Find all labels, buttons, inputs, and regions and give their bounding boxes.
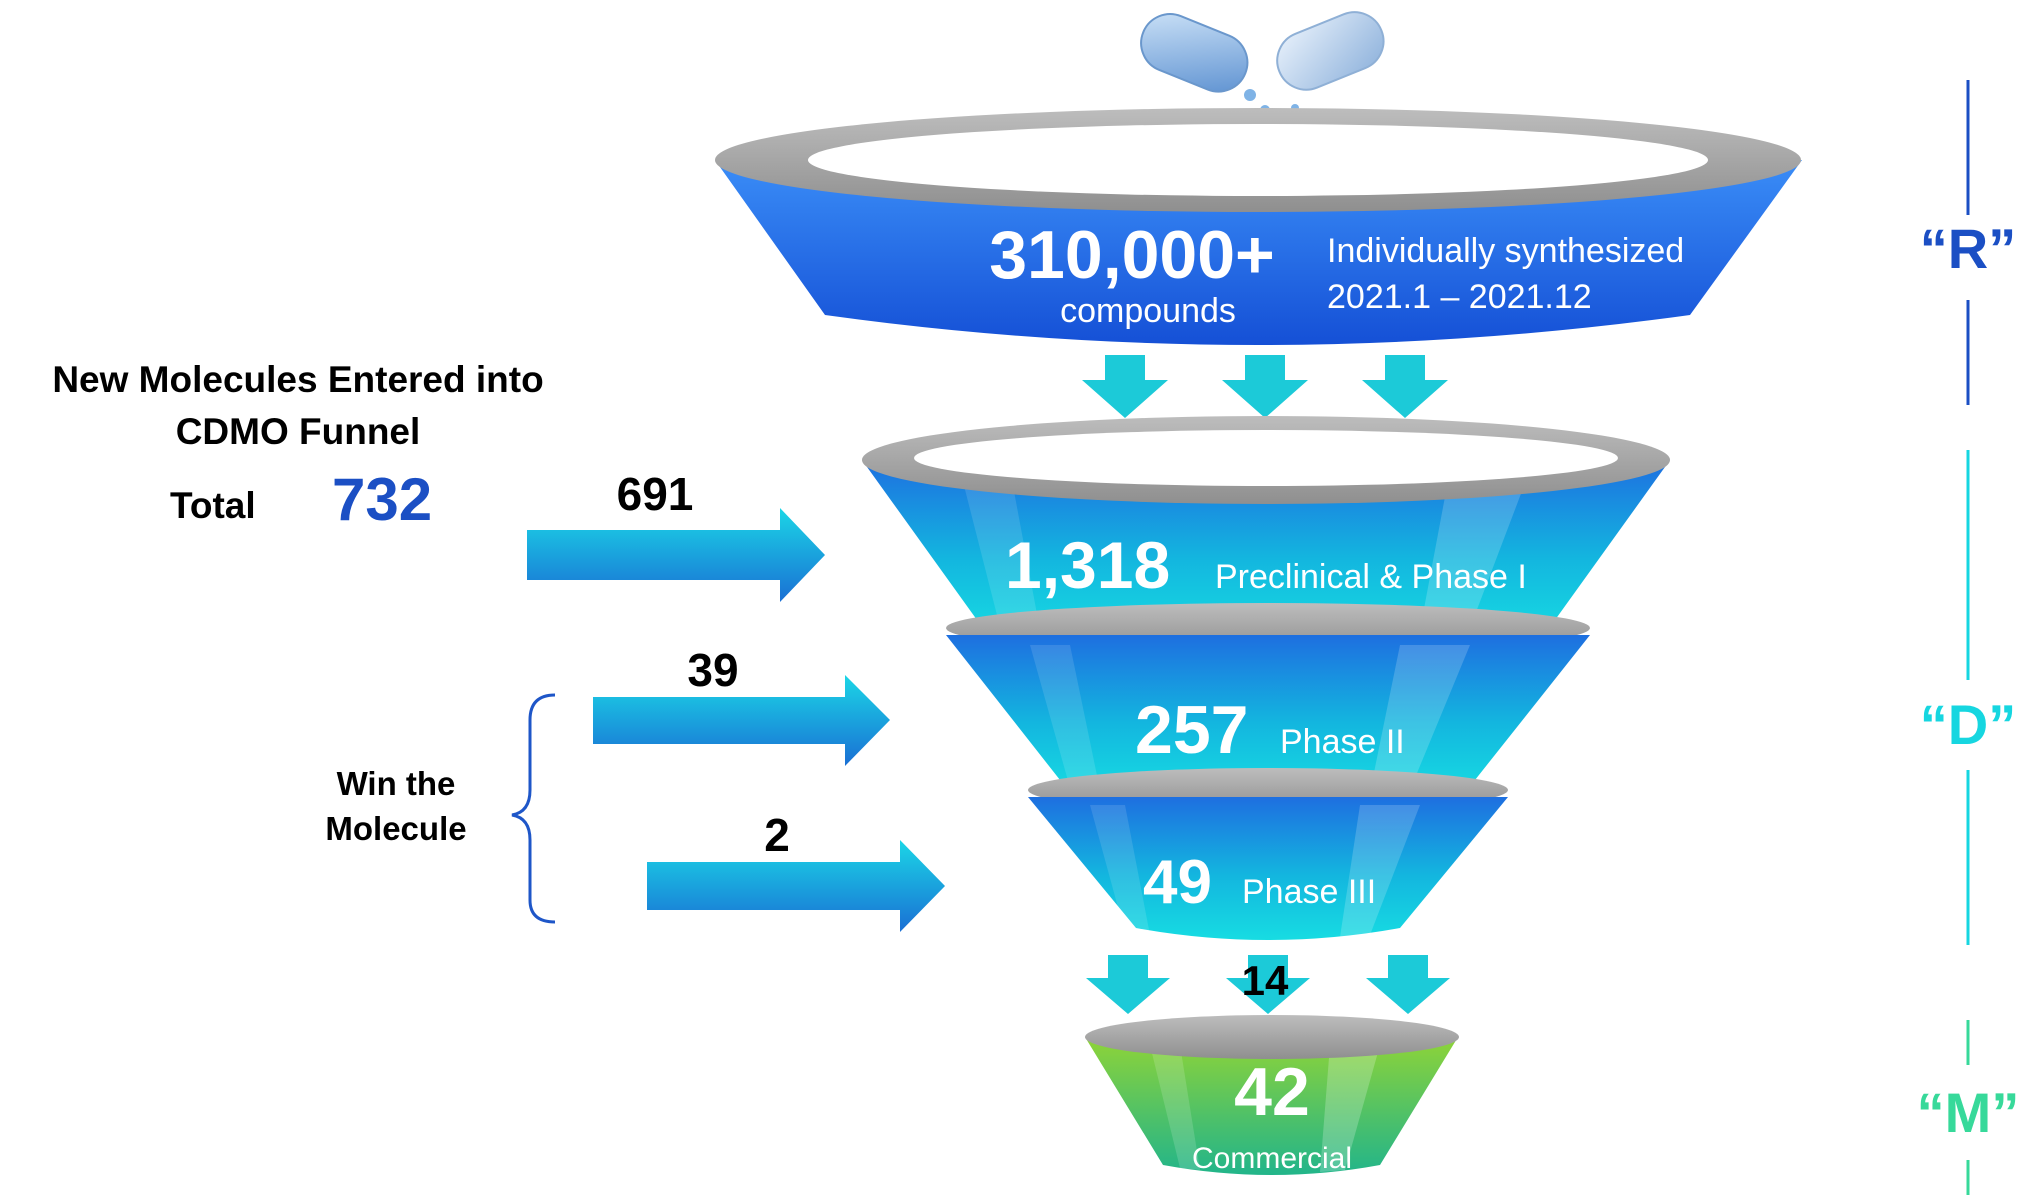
funnel-stage-preclinical bbox=[862, 416, 1670, 640]
win-bracket bbox=[511, 693, 556, 924]
down-arrow-icon bbox=[1362, 355, 1448, 418]
win-label-line2: Molecule bbox=[325, 810, 466, 847]
commercial-count: 42 bbox=[1234, 1054, 1310, 1130]
research-desc-line1: Individually synthesized bbox=[1327, 232, 1684, 270]
total-value: 732 bbox=[332, 466, 432, 533]
arrow-value-691: 691 bbox=[617, 468, 694, 520]
research-unit: compounds bbox=[1060, 292, 1236, 330]
left-heading-line2: CDMO Funnel bbox=[176, 411, 421, 452]
down-arrow-icon bbox=[1222, 355, 1308, 418]
phase2-count: 257 bbox=[1135, 692, 1248, 768]
transfer-count: 14 bbox=[1242, 957, 1289, 1004]
down-arrow-icon bbox=[1226, 955, 1310, 1014]
total-label: Total bbox=[170, 485, 256, 526]
phase2-label: Phase II bbox=[1280, 723, 1405, 761]
left-heading-line1: New Molecules Entered into bbox=[52, 359, 543, 400]
side-label-r: “R” bbox=[1920, 217, 2016, 280]
win-label-line1: Win the bbox=[337, 765, 456, 802]
commercial-label: Commercial bbox=[1192, 1142, 1352, 1175]
phase3-count: 49 bbox=[1143, 848, 1212, 917]
down-arrow-icon bbox=[1366, 955, 1450, 1014]
entry-arrow-691 bbox=[527, 508, 825, 602]
preclinical-count: 1,318 bbox=[1005, 528, 1170, 602]
entry-arrow-39 bbox=[593, 675, 890, 766]
down-arrow-icon bbox=[1086, 955, 1170, 1014]
phase3-label: Phase III bbox=[1242, 873, 1376, 911]
arrow-value-39: 39 bbox=[687, 644, 738, 696]
entry-arrow-2 bbox=[647, 840, 945, 932]
side-label-d: “D” bbox=[1920, 693, 2016, 756]
research-desc-line2: 2021.1 – 2021.12 bbox=[1327, 278, 1592, 316]
funnel-stage-phase2 bbox=[946, 603, 1590, 795]
down-arrow-icon bbox=[1082, 355, 1168, 418]
funnel-stage-commercial bbox=[1085, 1015, 1459, 1175]
funnel-stage-phase3 bbox=[1028, 768, 1508, 940]
preclinical-label: Preclinical & Phase I bbox=[1215, 558, 1527, 596]
down-arrows-bottom bbox=[1086, 955, 1450, 1014]
side-label-m: “M” bbox=[1917, 1081, 2020, 1144]
funnel-stage-research bbox=[715, 108, 1802, 345]
arrow-value-2: 2 bbox=[764, 809, 790, 861]
research-count: 310,000+ bbox=[989, 217, 1275, 293]
down-arrows-top bbox=[1082, 355, 1448, 418]
